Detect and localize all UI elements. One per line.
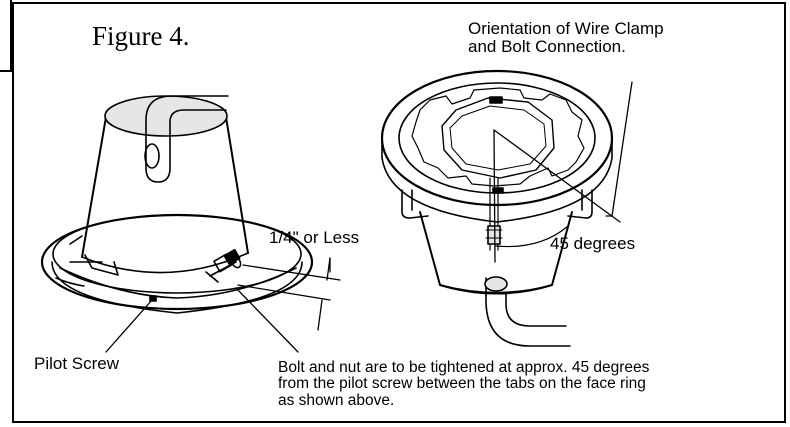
figure-frame — [12, 2, 786, 423]
figure-title: Figure 4. — [92, 21, 190, 51]
orientation-label-line: and Bolt Connection. — [468, 36, 626, 56]
pilot-screw-label: Pilot Screw — [34, 354, 120, 373]
orientation-label: Orientation of Wire Clamp and Bolt Conne… — [468, 20, 728, 56]
corner-tab — [0, 0, 12, 72]
right-fixture — [380, 69, 633, 347]
left-fixture — [40, 95, 341, 353]
angle-label: 45 degrees — [550, 234, 636, 253]
orientation-label-line: Orientation of Wire Clamp — [468, 19, 664, 38]
gap-label: 1/4" or Less — [269, 228, 360, 247]
note-line: Bolt and nut are to be tightened at appr… — [278, 359, 650, 376]
note-line: from the pilot screw between the tabs on… — [278, 375, 646, 393]
tightening-note: Bolt and nut are to be tightened at appr… — [278, 359, 778, 409]
note-line: as shown above. — [278, 391, 395, 409]
